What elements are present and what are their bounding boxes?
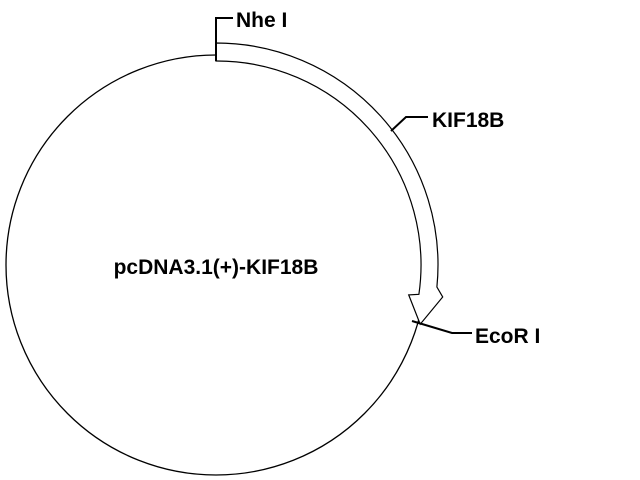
ecor-site-label: EcoR I: [475, 325, 540, 348]
insert-label: KIF18B: [432, 109, 504, 132]
plasmid-name: pcDNA3.1(+)-KIF18B: [114, 256, 319, 279]
nhe-site-label: Nhe I: [236, 9, 287, 32]
insert-arrow: [215, 42, 444, 326]
nhe-site-leader: [215, 17, 233, 61]
insert-leader: [390, 116, 428, 132]
ecor-site-leader: [411, 320, 472, 334]
